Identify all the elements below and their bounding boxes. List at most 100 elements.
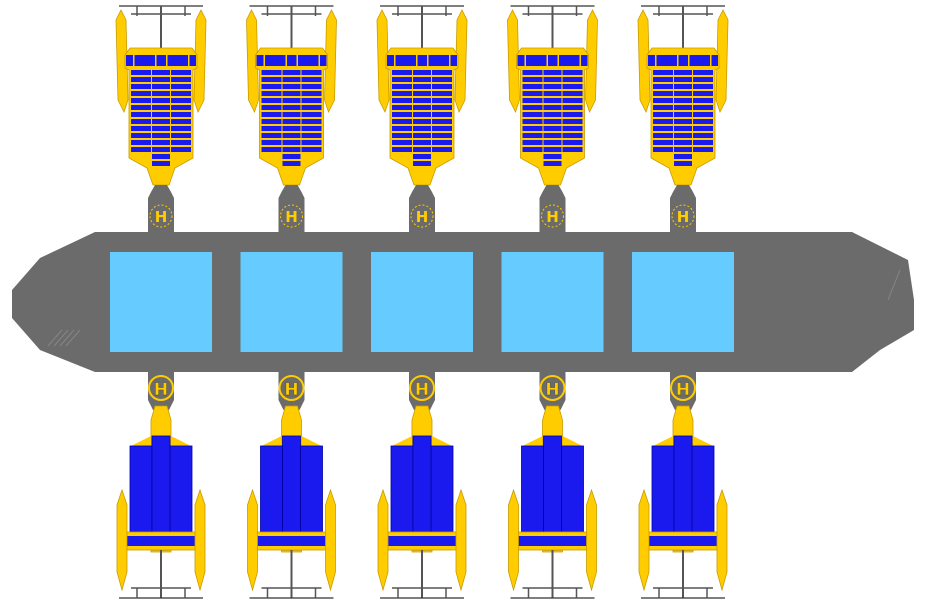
solar-panel bbox=[392, 119, 412, 124]
solar-panel bbox=[261, 84, 282, 89]
solar-panel bbox=[693, 70, 713, 75]
helipad-ring-top bbox=[410, 204, 434, 228]
solar-panel bbox=[413, 154, 431, 159]
bottom-wing-left bbox=[131, 436, 151, 446]
solar-panel bbox=[282, 140, 301, 145]
solar-panel bbox=[653, 126, 673, 131]
solar-panel bbox=[693, 105, 713, 110]
solar-panel bbox=[152, 77, 170, 82]
solar-panel bbox=[392, 98, 412, 103]
top-header-bar bbox=[517, 55, 588, 66]
solar-panel bbox=[522, 119, 543, 124]
solar-panel bbox=[562, 147, 583, 152]
solar-panel bbox=[674, 98, 692, 103]
solar-panel bbox=[413, 161, 431, 166]
solar-panel bbox=[693, 77, 713, 82]
solar-panel bbox=[131, 133, 151, 138]
solar-panel bbox=[152, 147, 170, 152]
header-divider bbox=[133, 55, 135, 66]
solar-panel bbox=[653, 98, 673, 103]
hull-hatch-mark bbox=[47, 329, 63, 347]
bottom-block-right bbox=[169, 445, 193, 533]
solar-panel bbox=[301, 133, 322, 138]
solar-panel bbox=[562, 119, 583, 124]
solar-panel bbox=[413, 77, 431, 82]
bottom-block-left bbox=[390, 445, 414, 533]
solar-panel bbox=[131, 126, 151, 131]
solar-panel bbox=[674, 91, 692, 96]
solar-panel bbox=[282, 70, 301, 75]
header-divider bbox=[524, 55, 526, 66]
hull-hatch-mark bbox=[887, 269, 901, 301]
solar-panel bbox=[152, 126, 170, 131]
solar-panel bbox=[543, 112, 562, 117]
solar-panel bbox=[543, 133, 562, 138]
solar-panel bbox=[522, 77, 543, 82]
solar-panel bbox=[152, 161, 170, 166]
solar-panel bbox=[562, 98, 583, 103]
solar-panel bbox=[392, 105, 412, 110]
top-header-bar bbox=[648, 55, 718, 66]
solar-panel bbox=[562, 112, 583, 117]
bottom-crossbar-panel bbox=[516, 536, 589, 546]
solar-panel bbox=[282, 154, 301, 159]
helipad-label-top: H bbox=[285, 208, 298, 226]
helipad-label-bottom: H bbox=[154, 380, 168, 400]
solar-panel bbox=[432, 77, 452, 82]
solar-panel bbox=[282, 105, 301, 110]
bottom-block-right bbox=[691, 445, 715, 533]
helipad-ring-bottom bbox=[409, 375, 435, 401]
solar-panel bbox=[261, 77, 282, 82]
solar-panel bbox=[171, 126, 191, 131]
solar-panel bbox=[693, 84, 713, 89]
top-header-bar bbox=[256, 55, 327, 66]
solar-panel bbox=[152, 84, 170, 89]
solar-panel bbox=[413, 126, 431, 131]
solar-panel bbox=[562, 133, 583, 138]
solar-panel bbox=[261, 98, 282, 103]
bottom-wing-right bbox=[171, 436, 191, 446]
solar-panel bbox=[301, 84, 322, 89]
solar-panel bbox=[131, 105, 151, 110]
solar-panel bbox=[392, 112, 412, 117]
solar-panel bbox=[413, 147, 431, 152]
solar-panel bbox=[131, 98, 151, 103]
solar-panel bbox=[653, 105, 673, 110]
solar-panel bbox=[522, 91, 543, 96]
top-connector bbox=[278, 185, 305, 232]
header-divider bbox=[296, 55, 298, 66]
bottom-connector bbox=[670, 372, 696, 410]
solar-panel bbox=[392, 70, 412, 75]
solar-panel bbox=[301, 91, 322, 96]
header-divider bbox=[579, 55, 581, 66]
solar-panel bbox=[392, 91, 412, 96]
header-divider bbox=[546, 55, 548, 66]
solar-panel bbox=[432, 133, 452, 138]
hull-hatch-mark bbox=[65, 329, 81, 347]
solar-panel bbox=[301, 147, 322, 152]
solar-panel bbox=[282, 133, 301, 138]
pool bbox=[501, 252, 604, 352]
solar-panel bbox=[522, 98, 543, 103]
top-connector bbox=[409, 185, 435, 232]
pool bbox=[632, 252, 734, 352]
solar-panel bbox=[522, 112, 543, 117]
helipad-ring-top bbox=[149, 204, 173, 228]
solar-panel bbox=[562, 84, 583, 89]
solar-panel bbox=[131, 77, 151, 82]
solar-panel bbox=[693, 133, 713, 138]
bottom-pontoon-left bbox=[116, 488, 128, 592]
bottom-crossbar-panel bbox=[255, 536, 328, 546]
solar-panel bbox=[432, 84, 452, 89]
solar-panel bbox=[171, 105, 191, 110]
header-divider bbox=[710, 55, 712, 66]
module: HH bbox=[110, 5, 212, 599]
header-divider bbox=[318, 55, 320, 66]
solar-panel bbox=[674, 140, 692, 145]
solar-panel bbox=[392, 77, 412, 82]
helipad-label-bottom: H bbox=[676, 380, 690, 400]
top-pontoon-left bbox=[115, 9, 129, 114]
module: HH bbox=[240, 5, 343, 599]
solar-panel bbox=[392, 140, 412, 145]
solar-panel bbox=[543, 91, 562, 96]
